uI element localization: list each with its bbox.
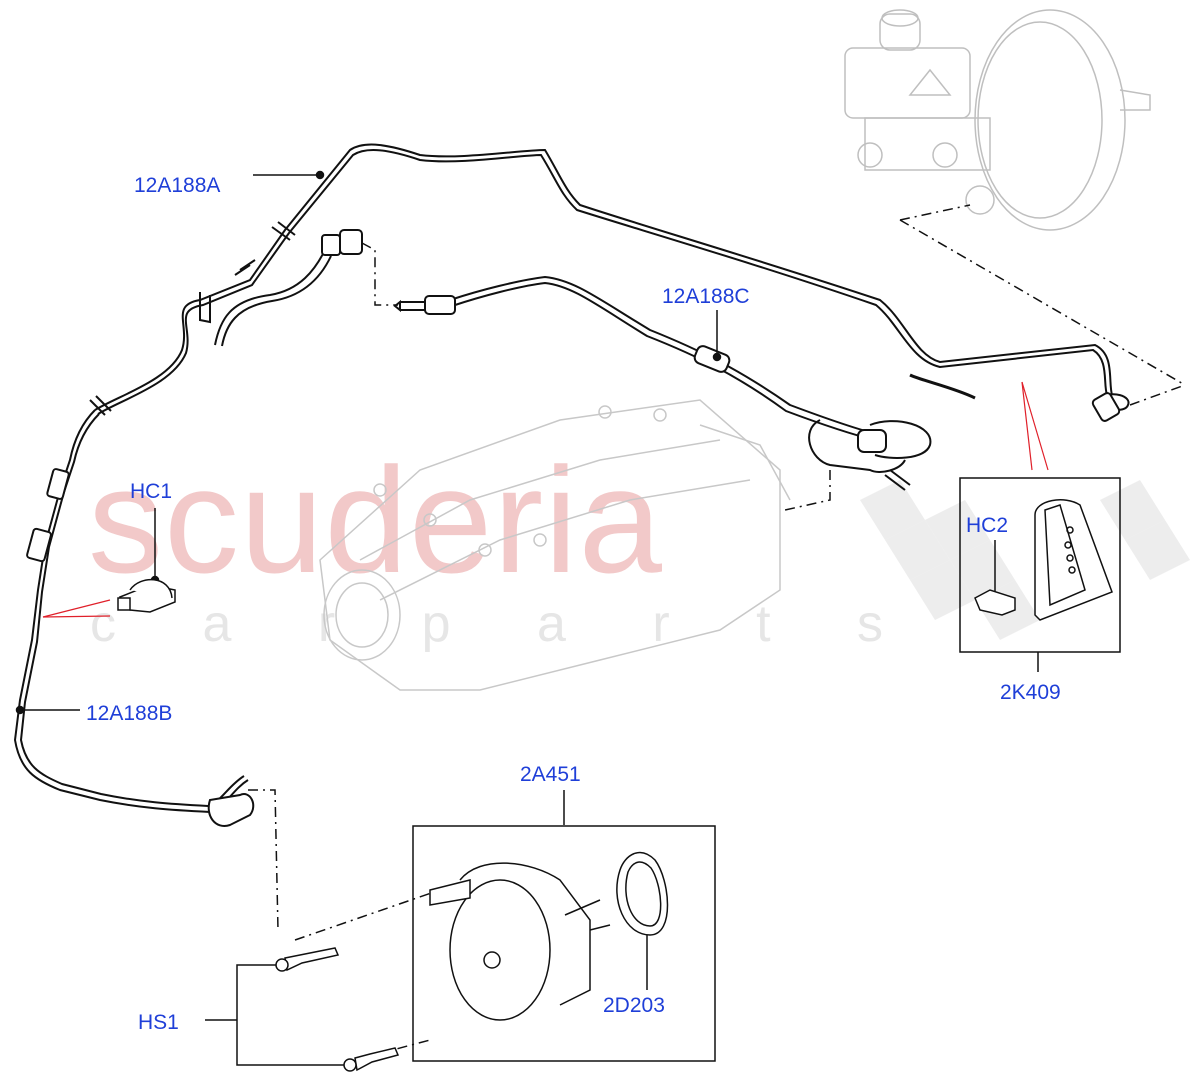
checkered-flag-watermark: [860, 480, 1190, 640]
callout-12A188B: 12A188B: [86, 702, 173, 725]
callout-HC2: HC2: [966, 514, 1009, 537]
callout-2K409: 2K409: [1000, 681, 1061, 704]
intake-manifold: [319, 399, 791, 691]
pump-box: [412, 825, 716, 1062]
hose-12A188B: [13, 395, 255, 827]
red-leader-lines: [42, 381, 1049, 618]
watermark-subtitle: c a r p a r t s: [90, 595, 919, 653]
callout-12A188A: 12A188A: [134, 174, 221, 197]
clip-hc1: [117, 578, 176, 613]
callout-2D203: 2D203: [603, 994, 665, 1017]
brake-booster: [844, 9, 1151, 231]
screws-hs1: [275, 947, 400, 1072]
callout-HS1: HS1: [138, 1011, 179, 1034]
callout-12A188C: 12A188C: [662, 285, 750, 308]
callout-HC1: HC1: [130, 480, 173, 503]
callout-2A451: 2A451: [520, 763, 581, 786]
hose-branch: [214, 229, 363, 347]
hose-12A188A: [94, 143, 1130, 422]
bracket-box: [959, 477, 1121, 653]
leader-lines: [15, 170, 1039, 1066]
hose-12A188C: [393, 275, 932, 491]
